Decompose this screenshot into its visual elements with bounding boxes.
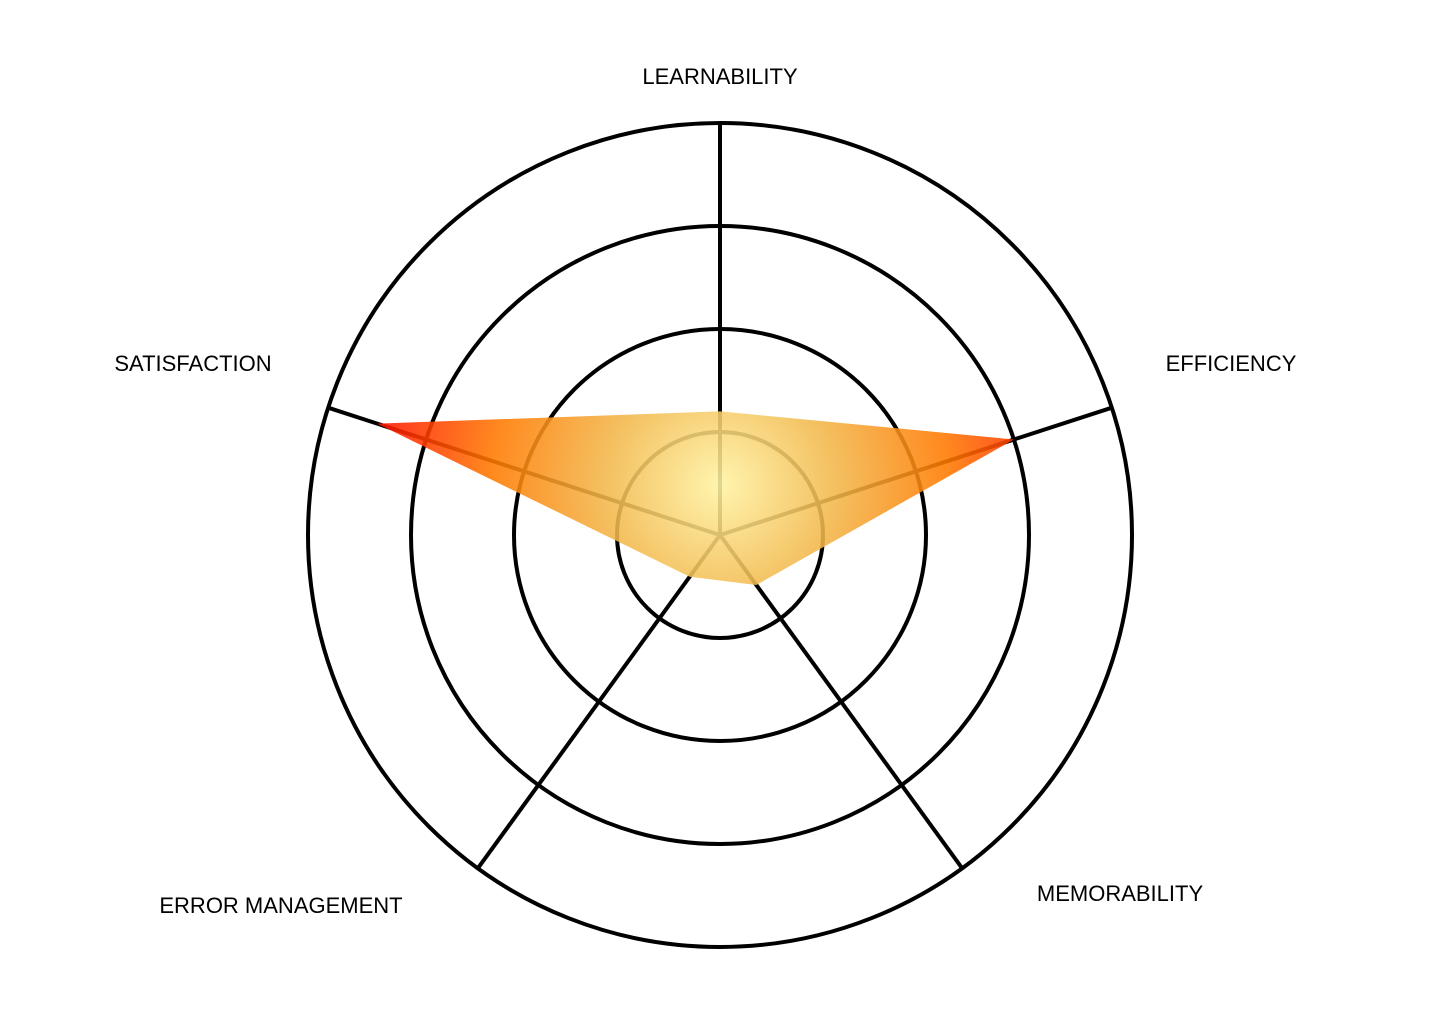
axis-label-error-management: ERROR MANAGEMENT bbox=[159, 893, 402, 918]
axis-label-memorability: MEMORABILITY bbox=[1037, 881, 1204, 906]
axis-labels: LEARNABILITY EFFICIENCY MEMORABILITY ERROR … bbox=[114, 64, 1296, 918]
axis-label-efficiency: EFFICIENCY bbox=[1166, 351, 1297, 376]
axis-label-satisfaction: SATISFACTION bbox=[114, 351, 271, 376]
spoke-memorability bbox=[718, 533, 964, 870]
spoke-error-management bbox=[476, 533, 722, 870]
series-area-1 bbox=[377, 411, 1014, 585]
series-layer bbox=[377, 411, 1014, 585]
axis-label-learnability: LEARNABILITY bbox=[642, 64, 798, 89]
